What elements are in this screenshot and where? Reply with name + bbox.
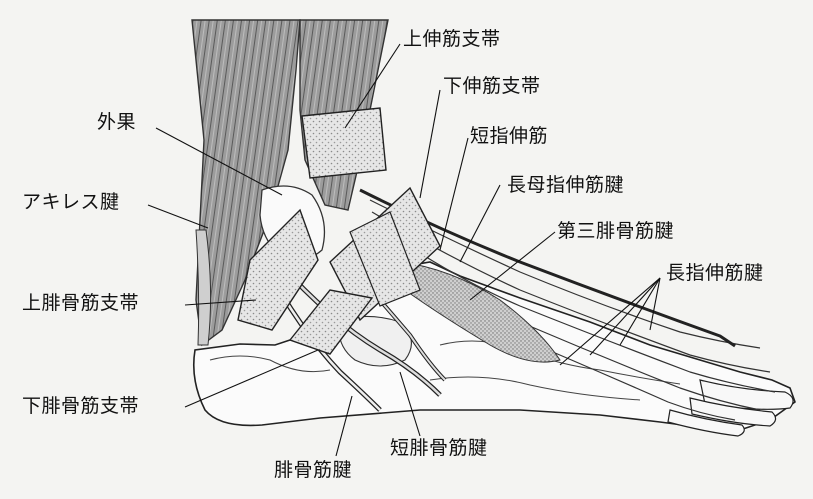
label-peroneus-longus-tendon: 腓骨筋腱 bbox=[274, 459, 353, 481]
label-extensor-digitorum-brevis: 短指伸筋 bbox=[470, 125, 549, 147]
superior-peroneal-retinaculum bbox=[237, 208, 319, 331]
extensor-digitorum-brevis bbox=[399, 261, 561, 363]
calf-muscles bbox=[191, 19, 301, 347]
label-extensor-hallucis-longus-tendon: 長母指伸筋腱 bbox=[507, 174, 625, 196]
label-lateral-malleolus: 外果 bbox=[97, 111, 137, 133]
label-inferior-extensor-retinaculum: 下伸筋支帯 bbox=[443, 75, 541, 97]
label-inferior-peroneal-retinaculum: 下腓骨筋支帯 bbox=[22, 395, 140, 417]
leader-lines bbox=[147, 43, 661, 457]
toe-2 bbox=[689, 397, 777, 427]
label-superior-peroneal-retinaculum: 上腓骨筋支帯 bbox=[22, 292, 140, 314]
label-peroneus-tertius-tendon: 第三腓骨筋腱 bbox=[557, 220, 675, 242]
label-superior-extensor-retinaculum: 上伸筋支帯 bbox=[403, 28, 501, 50]
achilles-tendon-shape bbox=[195, 229, 212, 346]
superior-extensor-retinaculum bbox=[301, 107, 387, 179]
toe-3 bbox=[667, 409, 745, 437]
label-achilles-tendon: アキレス腱 bbox=[22, 191, 120, 213]
inferior-peroneal-retinaculum bbox=[288, 289, 374, 355]
label-extensor-digitorum-longus-tendon: 長指伸筋腱 bbox=[666, 262, 764, 284]
label-peroneus-brevis-tendon: 短腓骨筋腱 bbox=[390, 437, 488, 459]
